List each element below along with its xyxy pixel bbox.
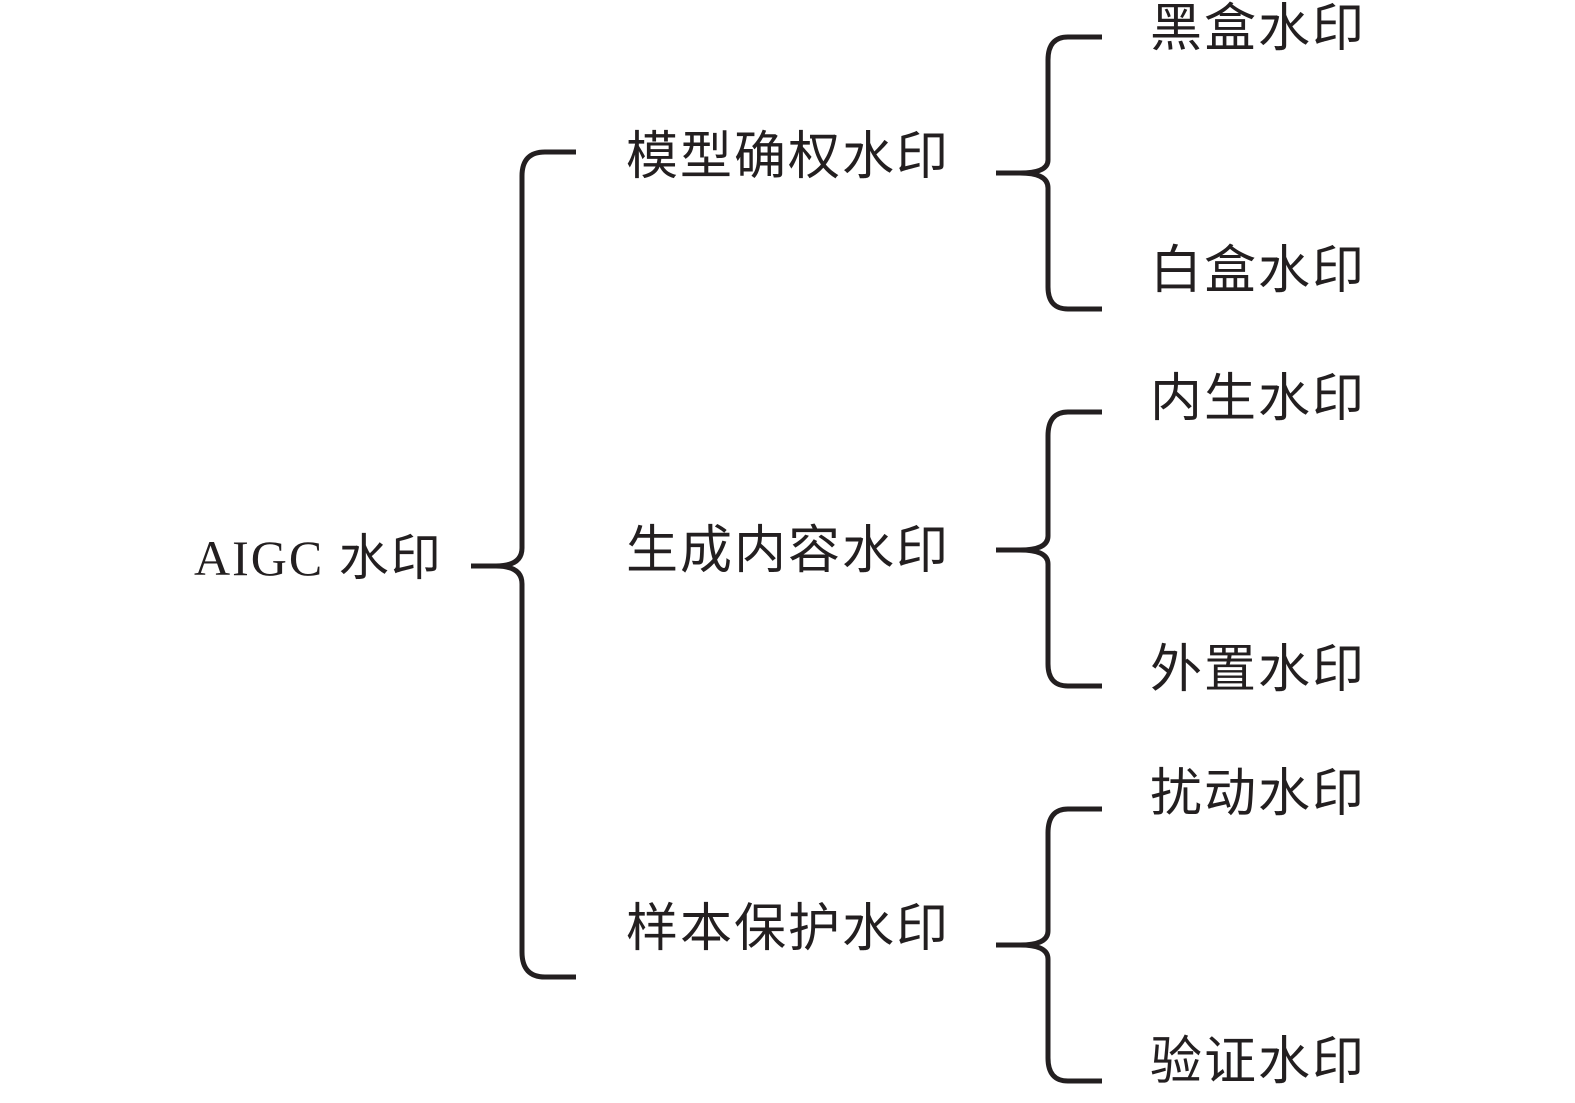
root-node-label: AIGC 水印 (194, 530, 443, 586)
leaf-label-intrinsic: 内生水印 (1150, 369, 1367, 429)
leaf-label-verification: 验证水印 (1150, 1032, 1367, 1092)
category-label-model-ownership: 模型确权水印 (626, 127, 951, 187)
root-brace (471, 149, 576, 980)
leaf-label-white-box: 白盒水印 (1150, 241, 1367, 301)
leaf-label-external: 外置水印 (1150, 640, 1367, 700)
leaf-label-perturbation: 扰动水印 (1150, 764, 1367, 824)
category-label-generated-content: 生成内容水印 (626, 521, 951, 581)
category-label-sample-protection: 样本保护水印 (626, 899, 951, 959)
leaf-label-black-box: 黑盒水印 (1150, 0, 1367, 59)
brace-sample-protection (996, 806, 1102, 1084)
brace-model-ownership (996, 34, 1102, 312)
brace-generated-content (996, 409, 1102, 689)
